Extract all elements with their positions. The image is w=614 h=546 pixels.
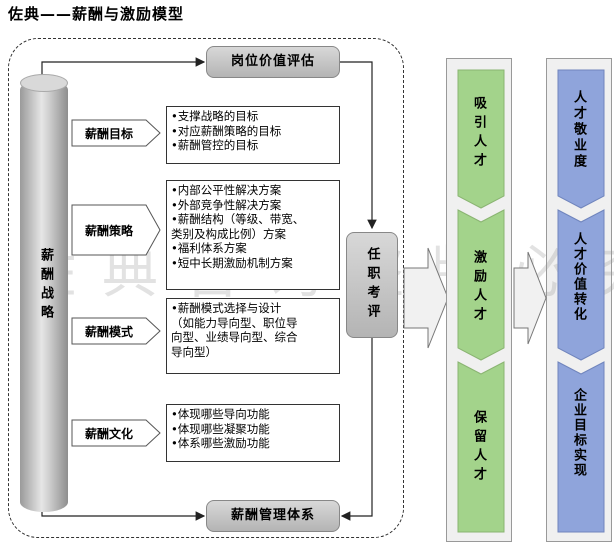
culture-box: •体现哪些导向功能 •体现哪些凝聚功能 •体系哪些激励功能 <box>166 404 340 462</box>
job-evaluation-box: 任职考评 <box>346 232 398 338</box>
strategy-item: •外部竞争性解决方案 <box>171 197 282 212</box>
strategy-cylinder <box>20 80 68 512</box>
strategy-item: •薪酬结构（等级、带宽、 <box>171 212 305 226</box>
culture-item: •体现哪些凝聚功能 <box>171 421 270 436</box>
component-label-culture: 薪酬文化 <box>84 426 133 441</box>
attract-talent-label: 吸引人才 <box>471 96 486 172</box>
mode-item: （如能力导向型、职位导 <box>171 315 298 330</box>
strategy-item: •内部公平性解决方案 <box>171 183 282 197</box>
value-conversion-label: 人才价值转化 <box>571 232 586 322</box>
mode-item: 导向型） <box>171 344 217 359</box>
position-evaluation-box: 岗位价值评估 <box>206 46 340 78</box>
mode-box: •薪酬模式选择与设计 （如能力导向型、职位导 向型、业绩导向型、综合 导向型） <box>166 298 340 374</box>
engagement-label: 人才敬业度 <box>571 90 586 170</box>
strategy-label: 薪酬战略 <box>38 248 53 324</box>
goal-item: •对应薪酬策略的目标 <box>171 123 282 138</box>
retain-talent-label: 保留人才 <box>471 410 486 486</box>
goal-box: •支撑战略的目标 •对应薪酬策略的目标 •薪酬管控的目标 <box>166 106 340 164</box>
strategy-item: 类别及构成比例）方案 <box>171 226 286 241</box>
job-evaluation-label: 任职考评 <box>364 247 380 323</box>
component-label-goal: 薪酬目标 <box>84 126 133 141</box>
culture-item: •体系哪些激励功能 <box>171 436 270 450</box>
mode-item: 向型、业绩导向型、综合 <box>171 330 298 344</box>
mode-item: •薪酬模式选择与设计 <box>171 301 282 315</box>
strategy-box: •内部公平性解决方案 •外部竞争性解决方案 •薪酬结构（等级、带宽、 类别及构成… <box>166 180 340 290</box>
compensation-system-box: 薪酬管理体系 <box>206 500 340 532</box>
component-label-mode: 薪酬模式 <box>84 324 133 339</box>
strategy-item: •福利体系方案 <box>171 241 247 255</box>
motivate-talent-label: 激励人才 <box>471 250 486 326</box>
cylinder-top <box>20 74 68 92</box>
strategy-item: •短中长期激励机制方案 <box>171 255 293 270</box>
goal-item: •薪酬管控的目标 <box>171 138 259 152</box>
component-label-strategy: 薪酬策略 <box>84 223 133 238</box>
diagram-title: 佐典——薪酬与激励模型 <box>8 5 185 23</box>
goal-item: •支撑战略的目标 <box>171 109 259 123</box>
culture-item: •体现哪些导向功能 <box>171 407 270 421</box>
goal-achievement-label: 企业目标实现 <box>571 388 586 478</box>
